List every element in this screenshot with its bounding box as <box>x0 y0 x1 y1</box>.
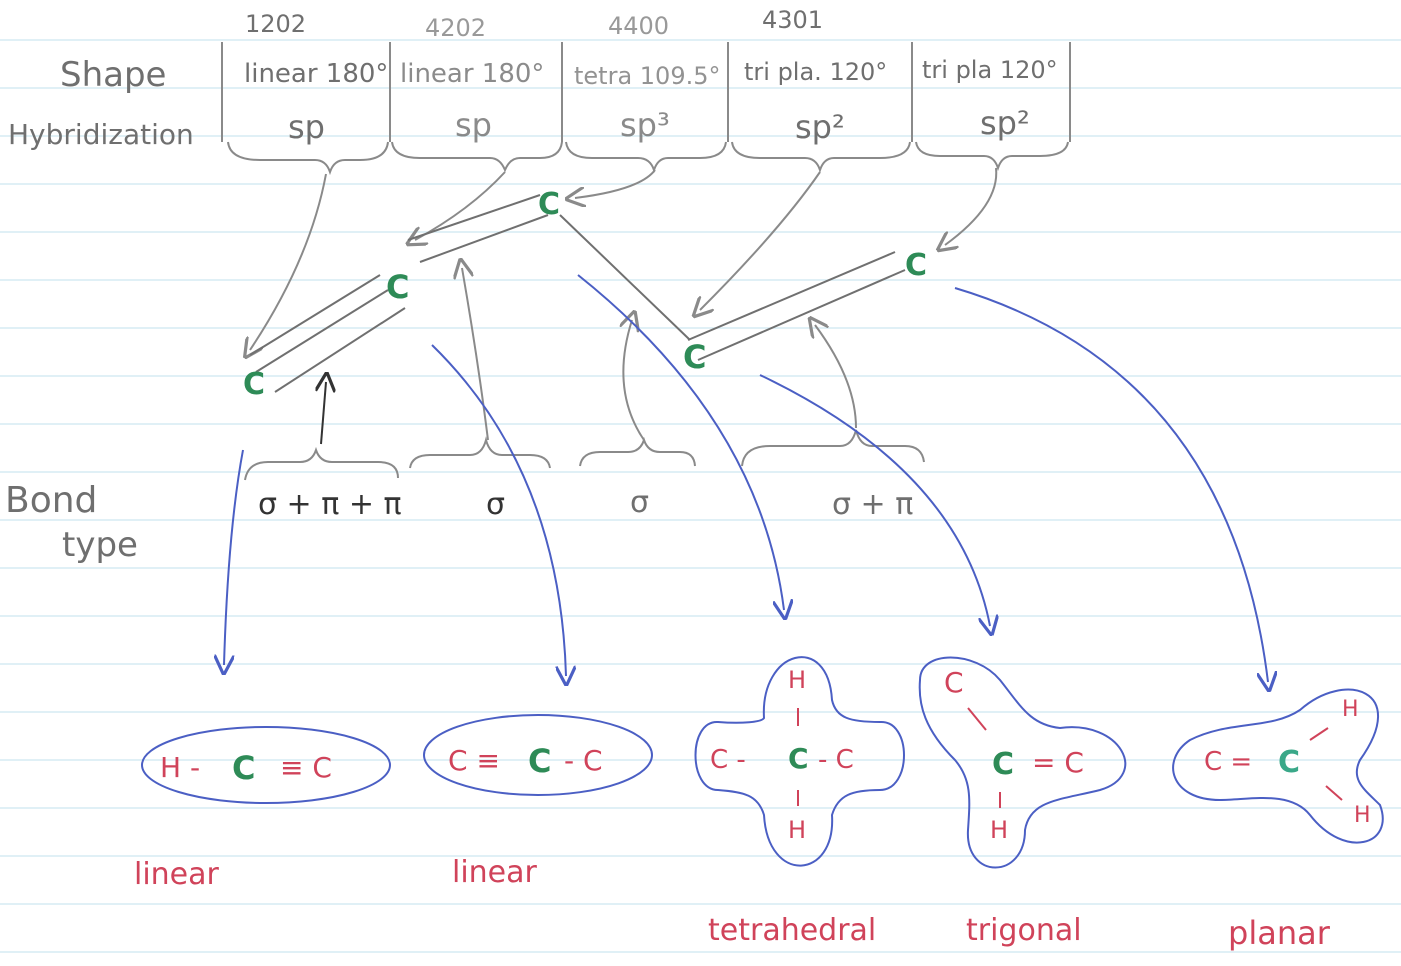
molecule-center-carbon: C <box>1278 745 1300 780</box>
molecule-outlines <box>141 656 1384 869</box>
molecule-atom: C - <box>710 745 746 775</box>
molecule-atom: H <box>1354 803 1371 828</box>
hybridization-cell: sp² <box>980 104 1030 142</box>
table-dividers <box>221 42 1071 142</box>
bond-type-label: σ + π <box>832 487 913 522</box>
bond-type-label: σ <box>486 487 505 522</box>
bond-type-label: σ <box>630 485 649 520</box>
notebook-rules <box>0 39 1401 953</box>
carbon-atom: C <box>538 187 560 222</box>
geometry-label: tetrahedral <box>708 913 876 948</box>
molecule-atom: - C <box>564 744 603 777</box>
shape-row-label: Shape <box>60 55 166 95</box>
shape-cell: tri pla 120° <box>922 56 1058 84</box>
shape-cell: linear 180° <box>400 59 544 89</box>
hybridization-arrows <box>250 167 998 350</box>
carbon-atom: C <box>386 268 409 306</box>
column-code: 4400 <box>608 12 669 40</box>
molecule-center-carbon: C <box>992 747 1014 782</box>
geometry-label: linear <box>134 857 220 892</box>
molecule-atom: C <box>944 666 964 699</box>
hybridization-cell: sp <box>455 106 492 144</box>
molecule-atom: H <box>788 816 806 844</box>
carbon-bonds <box>249 194 906 393</box>
shape-cell: tri pla. 120° <box>744 58 887 86</box>
geometry-label: linear <box>452 855 538 890</box>
molecule-center-carbon: C <box>232 749 255 787</box>
molecule-atom: H <box>788 666 806 694</box>
column-braces <box>227 141 1069 176</box>
molecule-atom: H <box>990 816 1008 844</box>
carbon-atom: C <box>905 248 927 283</box>
molecule-atom: - C <box>818 745 854 775</box>
geometry-label: planar <box>1228 914 1331 952</box>
molecule-atom: C ≡ <box>448 744 500 777</box>
carbon-atom: C <box>243 367 265 402</box>
bond-type-arrows <box>321 268 857 445</box>
molecule-atom: H - <box>160 751 200 784</box>
bond-type-label: σ + π + π <box>258 487 402 522</box>
molecule-atom: C = <box>1204 747 1252 777</box>
hybridization-cell: sp <box>288 108 325 146</box>
shape-cell: linear 180° <box>244 59 388 89</box>
geometry-label: trigonal <box>966 913 1082 948</box>
molecule-atom: = C <box>1032 746 1084 779</box>
column-code: 4202 <box>425 14 486 42</box>
molecule-arrows <box>224 274 1268 682</box>
molecule-center-carbon: C <box>788 742 809 775</box>
type-row-label: type <box>62 525 138 565</box>
hybridization-cell: sp³ <box>620 106 670 144</box>
molecule-atom: ≡ C <box>280 751 332 784</box>
bond-row-label: Bond <box>5 480 97 521</box>
column-code: 4301 <box>762 6 823 34</box>
molecule-atom: H <box>1342 697 1359 722</box>
molecule-center-carbon: C <box>528 742 551 780</box>
column-code: 1202 <box>245 10 306 38</box>
hybridization-cell: sp² <box>795 108 845 146</box>
shape-cell: tetra 109.5° <box>574 62 721 90</box>
hybridization-row-label: Hybridization <box>8 118 194 151</box>
carbon-atom: C <box>683 338 706 376</box>
